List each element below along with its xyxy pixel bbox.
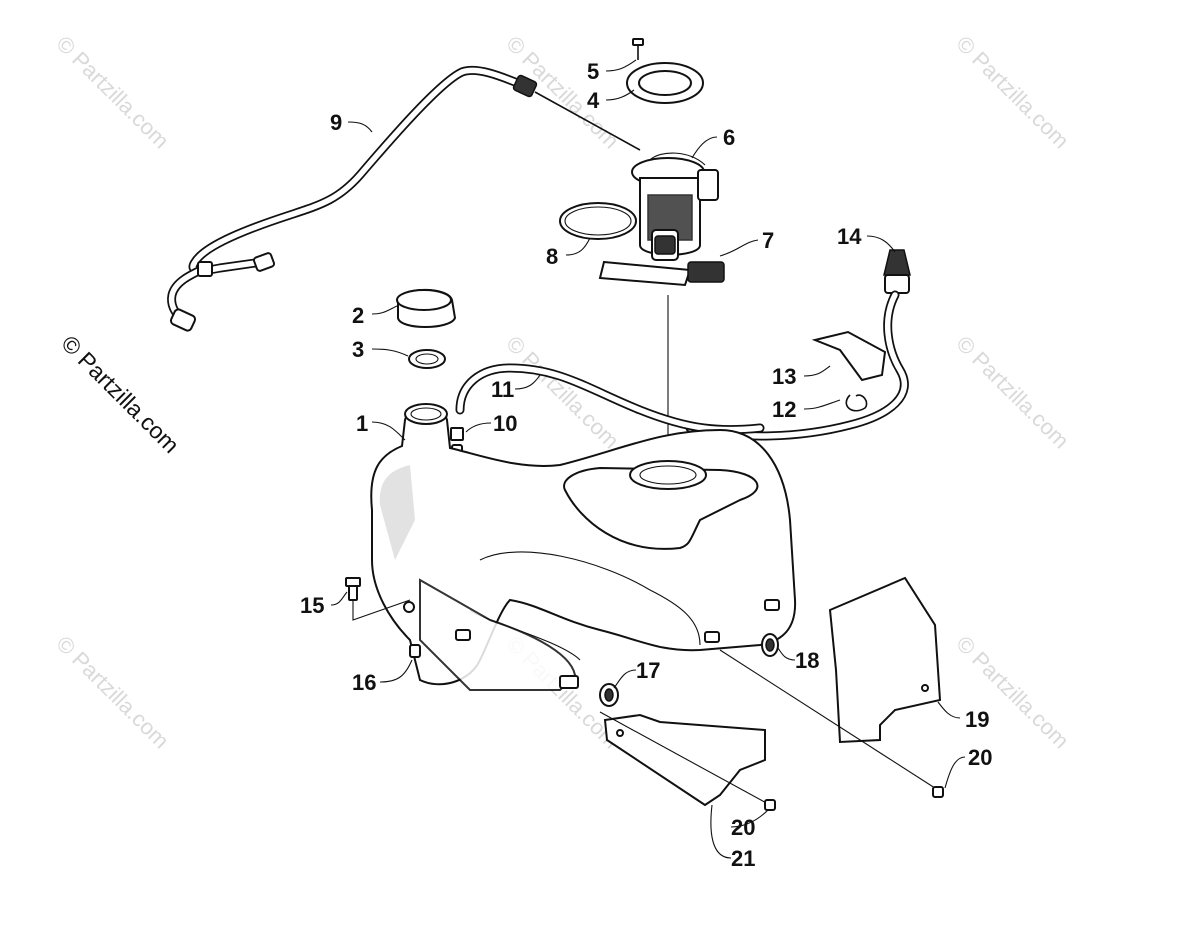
- callout-5: 5: [587, 59, 599, 84]
- screw-part-5: [632, 38, 644, 60]
- o-ring-part-8: [559, 202, 637, 240]
- watermark: © Partzilla.com: [951, 31, 1074, 154]
- callout-20-bottom: 20: [731, 815, 755, 840]
- fuel-cap-part-2: [396, 288, 457, 328]
- callout-labels: 5 4 6 9 7 8 14 2 3 13 11 12 1 10 15 17 1…: [300, 59, 992, 871]
- heat-shield-part-19: [719, 576, 942, 791]
- callout-7: 7: [762, 228, 774, 253]
- bolt-part-15: [345, 577, 411, 621]
- watermark: © Partzilla.com: [951, 631, 1074, 754]
- callout-4: 4: [587, 88, 600, 113]
- callout-19: 19: [965, 707, 989, 732]
- callout-3: 3: [352, 337, 364, 362]
- fuel-sender-part-7: [598, 260, 725, 287]
- grommet-part-17: [599, 683, 619, 707]
- fuel-pump-part-6: [631, 152, 719, 261]
- callout-leaders: [330, 59, 966, 859]
- bracket-part-13: [811, 330, 887, 382]
- watermark: © Partzilla.com: [951, 331, 1074, 454]
- heat-shield-part-21: [599, 711, 771, 807]
- side-copyright: © Partzilla.com: [56, 330, 184, 458]
- callout-16: 16: [352, 670, 376, 695]
- callout-1: 1: [356, 411, 368, 436]
- hose-part-11: [455, 363, 765, 435]
- watermark: © Partzilla.com: [51, 631, 174, 754]
- cap-seal-part-3: [408, 349, 446, 369]
- callout-8: 8: [546, 244, 558, 269]
- callout-12: 12: [772, 397, 796, 422]
- screw-part-20: [764, 799, 776, 811]
- callout-20-right: 20: [968, 745, 992, 770]
- callout-17: 17: [636, 658, 660, 683]
- grommet-part-18: [761, 633, 779, 657]
- watermark: © Partzilla.com: [51, 31, 174, 154]
- callout-15: 15: [300, 593, 324, 618]
- callout-11: 11: [491, 377, 514, 402]
- callout-13: 13: [772, 364, 796, 389]
- callout-10: 10: [493, 411, 517, 436]
- valve-part-14: [685, 249, 911, 441]
- callout-2: 2: [352, 303, 364, 328]
- callout-6: 6: [723, 125, 735, 150]
- screw-part-20: [932, 786, 944, 798]
- callout-9: 9: [330, 110, 342, 135]
- screw-part-16: [409, 644, 421, 658]
- clip-part-12: [845, 394, 868, 412]
- vent-hose-part-9: [167, 65, 641, 332]
- callout-21: 21: [731, 846, 755, 871]
- callout-14: 14: [837, 224, 862, 249]
- fuel-tank-part-1: [370, 403, 797, 691]
- callout-18: 18: [795, 648, 819, 673]
- gasket-part-4: [626, 62, 704, 104]
